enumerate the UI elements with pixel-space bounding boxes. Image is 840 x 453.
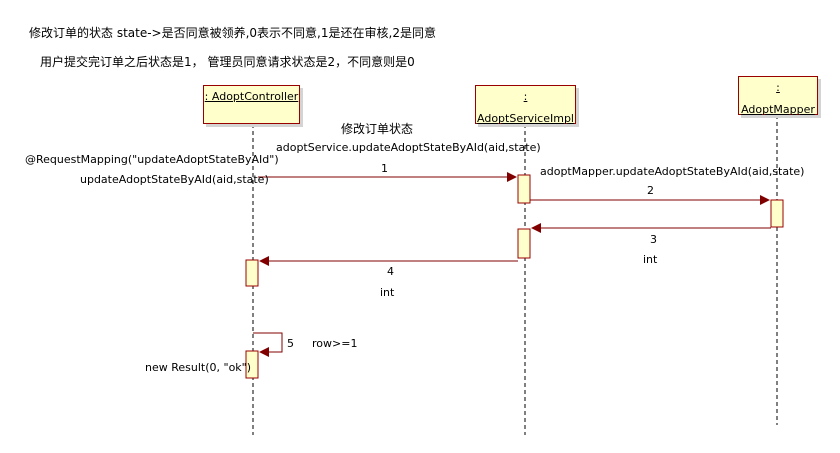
service-call-label: adoptService.updateAdoptStateByAId(aid,s… [276, 141, 541, 154]
lifeline-name-controller: : AdoptController [204, 90, 299, 103]
diagram-note-line2: 用户提交完订单之后状态是1， 管理员同意请求状态是2，不同意则是0 [40, 55, 415, 69]
lifeline-head-controller: : AdoptController [203, 85, 300, 124]
diagram-note-line1: 修改订单的状态 state->是否同意被领养,0表示不同意,1是还在审核,2是同… [29, 26, 436, 40]
message-3-number: 3 [650, 233, 657, 246]
lifeline-head-mapper: : AdoptMapper [738, 76, 818, 116]
lifeline-name-mapper: : AdoptMapper [741, 81, 815, 116]
lifeline-name-serviceimpl: : AdoptServiceImpl [477, 90, 574, 125]
message-1-number: 1 [381, 162, 388, 175]
activation-serviceimpl-2 [517, 228, 531, 259]
activation-controller-2 [245, 350, 259, 379]
controller-method-label: updateAdoptStateByAId(aid,state) [80, 173, 269, 186]
activation-controller-1 [245, 259, 259, 287]
diagram-title: 修改订单状态 [341, 122, 414, 136]
result-label: new Result(0, "ok") [145, 361, 252, 374]
lifeline-head-serviceimpl: : AdoptServiceImpl [475, 85, 576, 125]
message-2-number: 2 [647, 184, 654, 197]
request-mapping-label: @RequestMapping("updateAdoptStateByAId") [25, 153, 279, 166]
activation-mapper [770, 199, 784, 228]
message-3-text: int [643, 253, 658, 266]
message-4-text: int [380, 286, 395, 299]
mapper-call-label: adoptMapper.updateAdoptStateByAId(aid,st… [540, 165, 805, 178]
message-4-number: 4 [387, 265, 394, 278]
message-5-arrow [253, 332, 283, 357]
condition-label: row>=1 [312, 337, 358, 350]
activation-serviceimpl-1 [517, 174, 531, 204]
message-5-number: 5 [287, 337, 294, 350]
